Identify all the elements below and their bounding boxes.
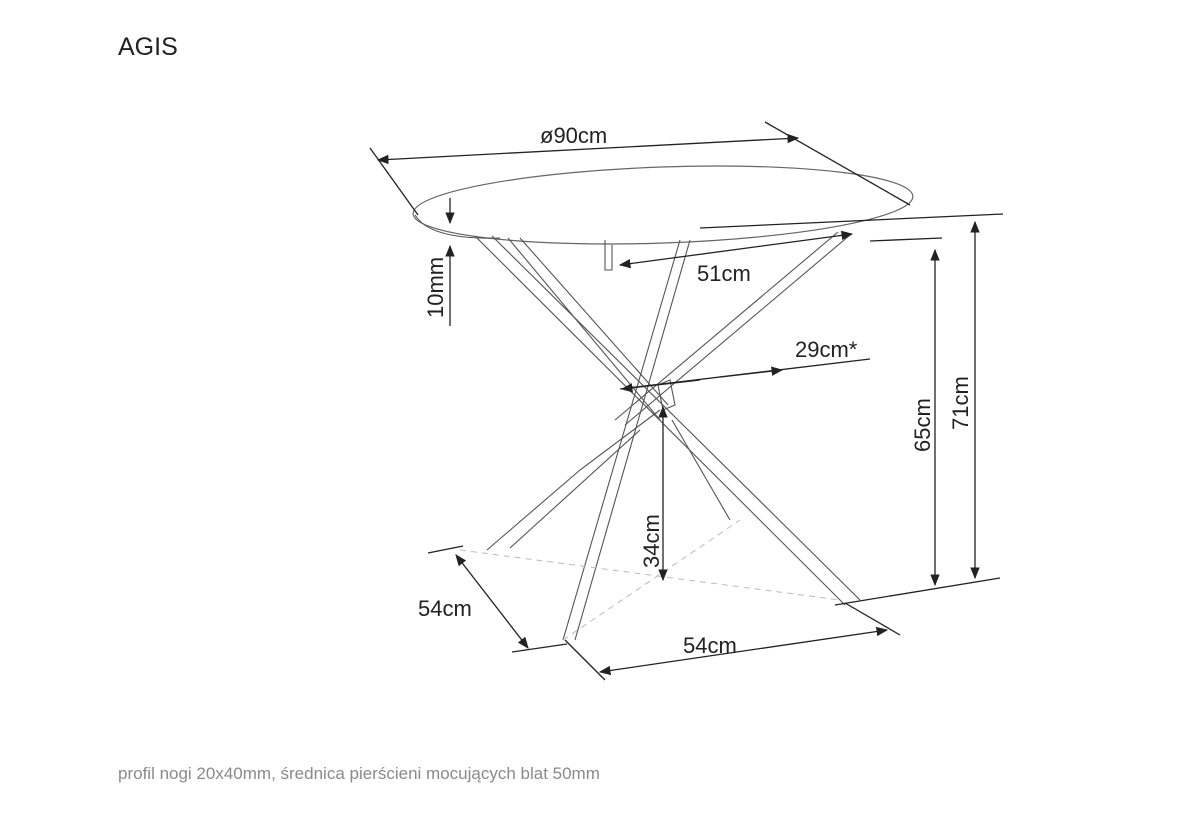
- product-title: AGIS: [118, 33, 178, 61]
- leg-profile-note: profil nogi 20x40mm, średnica pierścieni…: [118, 764, 600, 783]
- cross-height-label: 34cm: [639, 514, 664, 568]
- upper-ring-label: 51cm: [697, 261, 751, 286]
- base-width-dimension: 54cm: [564, 602, 901, 681]
- top-thickness-dimension: 10mm: [423, 198, 455, 326]
- base-depth-dimension: 54cm: [418, 545, 568, 653]
- lower-ring-label: 29cm*: [795, 337, 858, 362]
- base-width-label: 54cm: [683, 633, 737, 658]
- table-top: [412, 165, 914, 245]
- cross-height-dimension: 34cm: [639, 405, 668, 582]
- lower-ring-dimension: 29cm*: [619, 337, 871, 393]
- height-base-dimension: 65cm: [869, 237, 943, 587]
- height-total-dimension: 71cm: [834, 220, 1001, 606]
- base-depth-label: 54cm: [418, 596, 472, 621]
- height-total-label: 71cm: [948, 376, 973, 430]
- diameter-dimension: ø90cm: [369, 121, 911, 216]
- diameter-label: ø90cm: [540, 123, 607, 148]
- top-thickness-label: 10mm: [423, 257, 448, 318]
- upper-ring-dimension: 51cm: [618, 213, 1004, 286]
- table-legs: [459, 231, 861, 641]
- height-base-label: 65cm: [910, 398, 935, 452]
